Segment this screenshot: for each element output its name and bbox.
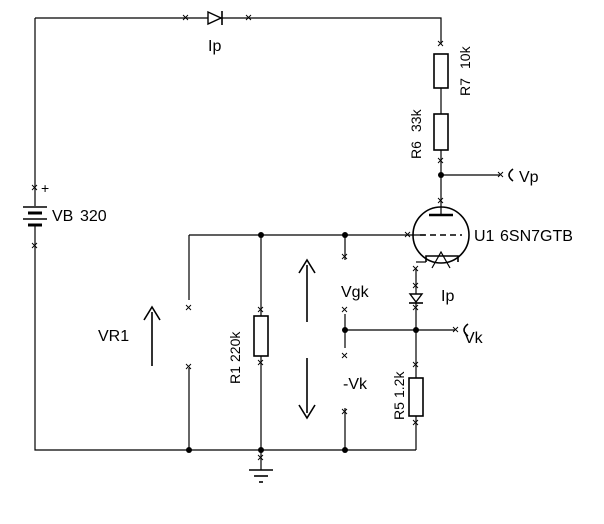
r7-value: 10k	[457, 45, 473, 69]
current-arrow-cathode	[408, 293, 424, 304]
current-arrow-top	[207, 10, 223, 26]
battery-value: 320	[80, 208, 107, 225]
neg-vk-arrow-down	[298, 358, 316, 420]
r7-label: R7 10k	[457, 45, 473, 96]
vacuum-tube-u1	[412, 202, 470, 269]
vp-label: Vp	[519, 169, 539, 186]
junction-dot	[413, 327, 419, 333]
wire-top	[35, 17, 442, 44]
r6-value: 33k	[408, 108, 424, 132]
resistor-r1	[253, 315, 269, 357]
resistor-r6	[433, 113, 449, 151]
junction-dot	[258, 447, 264, 453]
r6-name: R6	[408, 141, 424, 159]
battery-vb	[23, 190, 47, 244]
resistor-r5	[408, 377, 424, 417]
junction-dot	[258, 232, 264, 238]
junction-dot	[342, 447, 348, 453]
tube-value: 6SN7GTB	[500, 228, 573, 245]
vk-terminal-icon	[463, 323, 469, 337]
junction-dot	[342, 232, 348, 238]
r5-value: 1.2k	[391, 371, 407, 398]
battery-name: VB	[52, 208, 73, 225]
junctions	[186, 172, 444, 453]
vgk-arrow-up	[298, 258, 316, 322]
vgk-label: Vgk	[341, 284, 370, 301]
ground-icon	[249, 469, 273, 483]
vr1-label: VR1	[98, 328, 129, 345]
vp-terminal-icon	[508, 168, 514, 182]
ip-cathode-label: Ip	[441, 288, 454, 305]
vr1-arrow-up	[143, 305, 161, 366]
junction-dot	[438, 172, 444, 178]
junction-dot	[186, 447, 192, 453]
r5-label: R5 1.2k	[391, 371, 407, 420]
r7-name: R7	[457, 78, 473, 96]
r1-value: 220k	[227, 331, 243, 362]
tube-name: U1	[474, 228, 495, 245]
r1-name: R1	[227, 366, 243, 384]
vk-label: Vk	[464, 330, 484, 347]
terminal-marks	[31, 14, 504, 461]
resistor-r7	[433, 53, 449, 89]
r5-name: R5	[391, 402, 407, 420]
r6-label: R6 33k	[408, 108, 424, 159]
junction-dot	[342, 327, 348, 333]
neg-vk-label: -Vk	[343, 376, 368, 393]
battery-plus-sign: +	[41, 180, 49, 196]
wire-left-lower	[34, 244, 416, 451]
ip-top-label: Ip	[208, 38, 221, 55]
wires	[34, 17, 500, 470]
r1-label: R1 220k	[227, 331, 243, 384]
